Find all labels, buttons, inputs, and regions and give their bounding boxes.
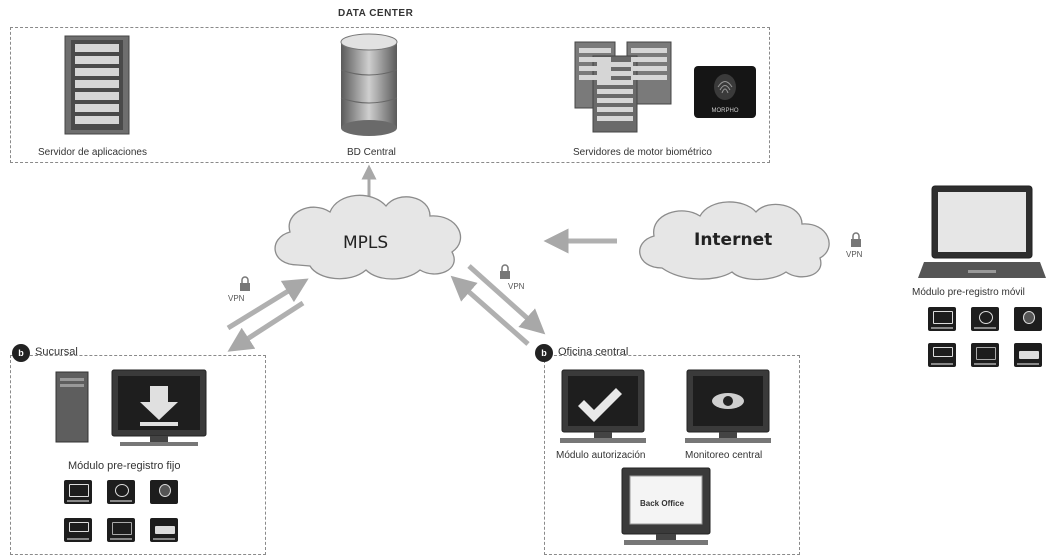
central-monitoring-icon	[685, 369, 771, 443]
mpls-to-branch-arrow	[227, 300, 305, 352]
db-label: BD Central	[347, 147, 396, 158]
vpn-label-right: VPN	[508, 282, 525, 291]
building-icon-office: b	[535, 344, 553, 362]
authorization-label: Módulo autorización	[556, 450, 646, 461]
mobile-card-reader-icon	[1014, 343, 1042, 367]
branch-module-label: Módulo pre-registro fijo	[68, 460, 181, 472]
printer-icon	[64, 518, 92, 542]
fingerprint-icon	[150, 480, 178, 504]
branch-title: Sucursal	[35, 346, 78, 358]
data-center-title: DATA CENTER	[338, 8, 414, 19]
mobile-module-label: Módulo pre-registro móvil	[912, 287, 1025, 298]
mobile-document-scanner-icon	[928, 307, 956, 331]
branch-box	[10, 355, 266, 555]
branch-to-mpls-arrow	[226, 278, 309, 331]
database-icon	[340, 33, 398, 136]
mpls-label: MPLS	[343, 233, 389, 253]
mobile-signature-pad-icon	[971, 343, 999, 367]
fingerprint-device-icon: MORPHO	[694, 66, 756, 118]
mobile-fingerprint-icon	[1014, 307, 1042, 331]
central-office-box	[544, 355, 800, 555]
document-scanner-icon	[64, 480, 92, 504]
back-office-label: Back Office	[640, 499, 685, 508]
signature-pad-icon	[107, 518, 135, 542]
mpls-cloud	[274, 194, 462, 280]
vpn-lock-icon-left	[240, 276, 250, 291]
office-to-mpls-arrow	[450, 275, 530, 346]
monitor-download-icon	[111, 369, 207, 446]
biometric-servers-icon	[574, 41, 672, 133]
vpn-label-internet: VPN	[846, 250, 863, 259]
card-reader-icon	[150, 518, 178, 542]
back-office-monitor-icon	[621, 467, 711, 545]
pc-tower-icon	[55, 371, 89, 443]
vpn-lock-icon-internet	[851, 232, 861, 247]
vpn-label-left: VPN	[228, 294, 245, 303]
authorization-monitor-icon	[560, 369, 646, 443]
laptop-icon	[918, 185, 1046, 278]
biometric-label: Servidores de motor biométrico	[573, 147, 712, 158]
mobile-printer-icon	[928, 343, 956, 367]
vpn-lock-icon-right	[500, 264, 510, 279]
building-icon: b	[12, 344, 30, 362]
internet-cloud	[639, 201, 830, 281]
internet-label: Internet	[694, 230, 773, 250]
app-server-icon	[64, 35, 130, 135]
monitoring-label: Monitoreo central	[685, 450, 763, 461]
morpho-brand-text: MORPHO	[711, 108, 739, 114]
mobile-camera-icon	[971, 307, 999, 331]
mpls-to-office-arrow	[467, 264, 546, 335]
data-center-box	[10, 27, 770, 163]
app-server-label: Servidor de aplicaciones	[38, 147, 147, 158]
central-office-title: Oficina central	[558, 346, 629, 358]
camera-icon	[107, 480, 135, 504]
